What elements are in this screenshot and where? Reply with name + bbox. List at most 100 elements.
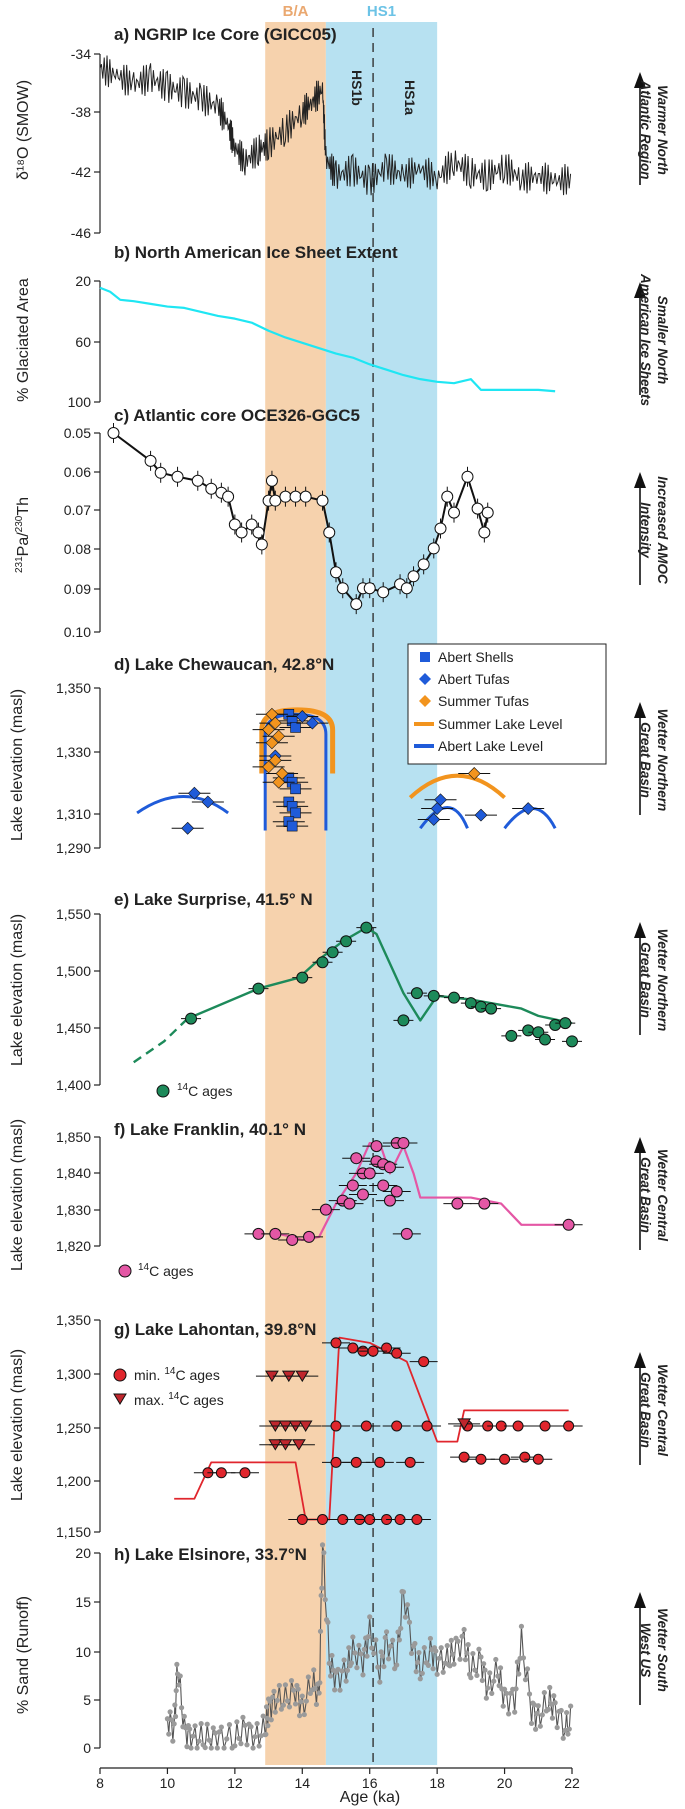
hs1a-label: HS1a — [402, 80, 418, 115]
side-line: Great Basin — [638, 722, 653, 798]
elsinore-sand-point — [388, 1643, 394, 1649]
lahontan-min-point — [421, 1420, 433, 1432]
legend-f-sup: 14 — [138, 1262, 150, 1273]
pa-th-point — [471, 502, 484, 515]
elsinore-sand-point — [187, 1726, 193, 1732]
y-tick-label: 1,310 — [56, 806, 91, 822]
elsinore-sand-point — [328, 1673, 334, 1679]
franklin-point — [269, 1227, 282, 1240]
elsinore-sand-point — [282, 1682, 289, 1688]
elsinore-sand-point — [497, 1665, 504, 1671]
elsinore-sand-point — [369, 1645, 375, 1651]
elsinore-sand-point — [481, 1661, 487, 1667]
panel-f-side-label: Wetter CentralGreat Basin — [638, 1149, 670, 1241]
elsinore-sand-point — [286, 1704, 293, 1710]
elsinore-sand-point — [375, 1664, 381, 1670]
legend-abert-shells: Abert Shells — [438, 649, 513, 665]
elsinore-sand-point — [549, 1715, 556, 1721]
y-tick-label: 1,290 — [56, 840, 91, 856]
lahontan-min-point — [411, 1514, 423, 1526]
elsinore-sand-point — [194, 1745, 200, 1751]
elsinore-sand-point — [274, 1697, 280, 1703]
elsinore-sand-point — [298, 1699, 304, 1705]
franklin-point — [478, 1197, 491, 1210]
panel-h-side-label: Wetter SouthWest US — [638, 1608, 670, 1692]
side-line: Wetter Northern — [655, 929, 670, 1032]
elsinore-sand-point — [354, 1665, 360, 1671]
y-tick-label: 0.06 — [64, 464, 91, 480]
elsinore-sand-point — [394, 1662, 400, 1668]
elsinore-sand-point — [564, 1709, 570, 1716]
surprise-point — [296, 971, 309, 984]
hs1-band — [325, 22, 438, 1765]
legend-g2-end: C ages — [179, 1392, 223, 1408]
chewaucan-tufa-point — [305, 716, 319, 730]
elsinore-sand-point — [299, 1693, 305, 1699]
elsinore-sand-point — [518, 1623, 525, 1629]
elsinore-sand-point — [406, 1619, 413, 1625]
elsinore-sand-point — [216, 1729, 222, 1735]
legend-f: 14C ages — [118, 1262, 193, 1279]
franklin-point — [319, 1203, 332, 1216]
pa-th-point — [255, 538, 268, 551]
elsinore-sand-point — [236, 1735, 242, 1742]
elsinore-sand-point — [461, 1626, 467, 1633]
elsinore-sand-point — [242, 1722, 248, 1728]
pa-th-point — [323, 526, 336, 539]
y-tick-label: 0 — [83, 1740, 91, 1756]
elsinore-sand-point — [240, 1714, 246, 1720]
chewaucan-tufa-point — [295, 710, 309, 723]
elsinore-sand-point — [226, 1722, 233, 1728]
chewaucan-tufa-point — [268, 716, 282, 730]
elsinore-sand-point — [526, 1691, 533, 1697]
lahontan-min-point — [239, 1467, 251, 1479]
elsinore-sand-point — [166, 1731, 172, 1737]
elsinore-sand-point — [552, 1700, 558, 1706]
panel-c-title: c) Atlantic core OCE326-GGC5 — [114, 406, 360, 425]
surprise-point — [360, 921, 373, 934]
y-tick-label: 1,350 — [56, 680, 91, 696]
elsinore-sand-point — [500, 1703, 506, 1709]
elsinore-sand-point — [487, 1670, 493, 1676]
panel-g-side-label: Wetter CentralGreat Basin — [638, 1364, 670, 1456]
y-tick-label: -42 — [71, 164, 91, 180]
lahontan-min-point — [367, 1345, 379, 1357]
side-arrow-head — [634, 1592, 646, 1608]
chewaucan-tufa-point — [262, 760, 275, 774]
elsinore-sand-point — [465, 1642, 471, 1648]
panel-c: c) Atlantic core OCE326-GGC50.050.060.07… — [14, 406, 670, 640]
elsinore-sand-point — [346, 1645, 352, 1651]
x-tick-label: 12 — [227, 1775, 243, 1791]
elsinore-sand-point — [522, 1677, 529, 1683]
elsinore-sand-point — [381, 1663, 387, 1670]
y-tick-label: 10 — [75, 1644, 91, 1660]
chewaucan-shell-point — [286, 820, 298, 832]
summer-lake-level-curve — [408, 773, 506, 800]
pa-th-point — [269, 494, 282, 507]
elsinore-sand-point — [382, 1634, 388, 1641]
panel-b-ylabel: % Glaciated Area — [15, 278, 32, 402]
franklin-point — [383, 1161, 396, 1174]
pa-th-point — [377, 586, 390, 599]
elsinore-sand-point — [495, 1673, 501, 1679]
side-arrow-head — [634, 1137, 646, 1153]
surprise-point — [505, 1029, 518, 1042]
elsinore-sand-point — [288, 1677, 295, 1684]
elsinore-sand-point — [478, 1654, 484, 1660]
elsinore-sand-point — [440, 1669, 446, 1675]
elsinore-sand-point — [278, 1706, 284, 1712]
elsinore-sand-point — [322, 1597, 328, 1603]
surprise-point — [397, 1014, 410, 1027]
pa-th-point — [363, 582, 376, 595]
svg-text:14C ages: 14C ages — [177, 1082, 232, 1099]
elsinore-sand-point — [425, 1662, 431, 1668]
y-tick-label: 20 — [75, 1545, 91, 1561]
elsinore-sand-point — [206, 1737, 212, 1743]
elsinore-sand-point — [272, 1709, 278, 1715]
hs1-label: HS1 — [367, 3, 396, 20]
surprise-point — [566, 1035, 578, 1048]
surprise-point — [326, 946, 339, 959]
elsinore-sand-point — [350, 1634, 356, 1640]
surprise-point — [532, 1026, 545, 1039]
surprise-point — [474, 1000, 487, 1013]
